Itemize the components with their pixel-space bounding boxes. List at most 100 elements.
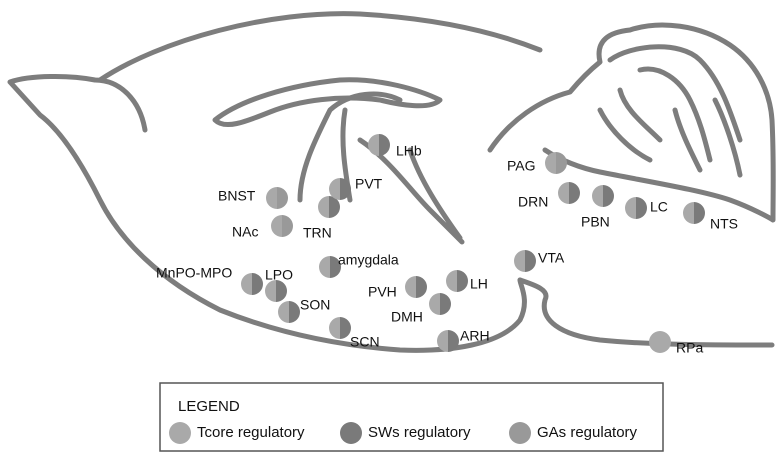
region-lhb-marker bbox=[368, 134, 390, 156]
region-lc-marker bbox=[625, 197, 647, 219]
legend-item-gas: GAs regulatory bbox=[509, 422, 638, 444]
region-arh-marker-right-half bbox=[448, 330, 459, 352]
region-mnpo-label: MnPO-MPO bbox=[156, 265, 232, 281]
region-dmh: DMH bbox=[391, 293, 451, 325]
region-lpo-marker bbox=[265, 280, 287, 302]
region-drn-marker-left-half bbox=[558, 182, 569, 204]
region-nac-marker bbox=[271, 215, 293, 237]
region-pvt-marker-right-half bbox=[340, 178, 351, 200]
region-scn-label: SCN bbox=[350, 334, 380, 350]
region-lh-label: LH bbox=[470, 276, 488, 292]
region-son-marker bbox=[278, 301, 300, 323]
region-vta-marker bbox=[514, 250, 536, 272]
region-son-marker-right-half bbox=[289, 301, 300, 323]
region-son: SON bbox=[278, 297, 330, 323]
region-mnpo-marker-left-half bbox=[241, 273, 252, 295]
legend-item-tcore: Tcore regulatory bbox=[169, 422, 305, 444]
cortex-dorsal-outline bbox=[97, 11, 543, 83]
region-lhb-label: LHb bbox=[396, 143, 422, 159]
region-lc-marker-left-half bbox=[625, 197, 636, 219]
region-pvh-marker-left-half bbox=[405, 276, 416, 298]
region-pag-marker-right-half bbox=[556, 152, 567, 174]
region-lh-marker bbox=[446, 270, 468, 292]
region-lhb-marker-right-half bbox=[379, 134, 390, 156]
region-rpa-label: RPa bbox=[676, 340, 703, 356]
region-rpa: RPa bbox=[649, 331, 703, 356]
region-trn: TRN bbox=[303, 196, 340, 241]
legend-gas-swatch bbox=[509, 422, 531, 444]
region-nac: NAc bbox=[232, 215, 293, 240]
region-bnst-marker-right-half bbox=[277, 187, 288, 209]
region-scn-marker bbox=[329, 317, 351, 339]
region-trn-marker bbox=[318, 196, 340, 218]
region-dmh-marker-right-half bbox=[440, 293, 451, 315]
legend-box bbox=[159, 382, 664, 452]
region-mnpo: MnPO-MPO bbox=[156, 265, 263, 295]
region-nac-label: NAc bbox=[232, 224, 258, 240]
region-arh-label: ARH bbox=[460, 328, 490, 344]
hippocampus-outline bbox=[212, 77, 443, 127]
region-pbn-marker-right-half bbox=[603, 185, 614, 207]
region-nts-label: NTS bbox=[710, 216, 738, 232]
region-pvh-marker bbox=[405, 276, 427, 298]
legend-sws-label: SWs regulatory bbox=[368, 424, 471, 441]
region-nts-marker-right-half bbox=[694, 202, 705, 224]
region-drn: DRN bbox=[518, 182, 580, 210]
region-lpo-label: LPO bbox=[265, 267, 293, 283]
region-lc: LC bbox=[625, 197, 668, 219]
region-pag-label: PAG bbox=[507, 158, 536, 174]
region-nts-marker bbox=[683, 202, 705, 224]
legend-tcore-label: Tcore regulatory bbox=[197, 424, 305, 441]
region-amygdala-marker bbox=[319, 256, 341, 278]
region-arh: ARH bbox=[437, 328, 490, 352]
region-lhb: LHb bbox=[368, 134, 422, 159]
region-mnpo-marker-right-half bbox=[252, 273, 263, 295]
region-drn-label: DRN bbox=[518, 194, 548, 210]
region-trn-label: TRN bbox=[303, 225, 332, 241]
region-bnst: BNST bbox=[218, 187, 288, 209]
region-trn-marker-left-half bbox=[318, 196, 329, 218]
region-dmh-marker-left-half bbox=[429, 293, 440, 315]
region-pvh: PVH bbox=[368, 276, 427, 300]
region-lc-label: LC bbox=[650, 199, 668, 215]
region-bnst-marker bbox=[266, 187, 288, 209]
region-lpo: LPO bbox=[265, 267, 293, 302]
region-pvh-label: PVH bbox=[368, 284, 397, 300]
region-rpa-marker-fill bbox=[649, 331, 671, 353]
region-vta-marker-right-half bbox=[525, 250, 536, 272]
legend-sws-swatch bbox=[340, 422, 362, 444]
region-pvh-marker-right-half bbox=[416, 276, 427, 298]
region-arh-marker bbox=[437, 330, 459, 352]
region-pbn-label: PBN bbox=[581, 214, 610, 230]
region-pbn-marker bbox=[592, 185, 614, 207]
cerebrum-outline bbox=[7, 74, 527, 353]
region-lpo-marker-left-half bbox=[265, 280, 276, 302]
legend: LEGEND Tcore regulatory SWs regulatory GAs… bbox=[159, 382, 664, 452]
region-dmh-marker bbox=[429, 293, 451, 315]
region-bnst-marker-left-half bbox=[266, 187, 277, 209]
brain-outline bbox=[7, 11, 776, 353]
region-pvt-marker-left-half bbox=[329, 178, 340, 200]
region-nts: NTS bbox=[683, 202, 738, 232]
brainstem-outline bbox=[517, 277, 775, 348]
legend-tcore-swatch bbox=[169, 422, 191, 444]
legend-item-sws: SWs regulatory bbox=[340, 422, 471, 444]
region-lh-marker-right-half bbox=[457, 270, 468, 292]
region-lh: LH bbox=[446, 270, 488, 292]
region-nts-marker-left-half bbox=[683, 202, 694, 224]
region-amygdala-label: amygdala bbox=[338, 252, 399, 268]
legend-title: LEGEND bbox=[178, 398, 240, 415]
region-vta-marker-left-half bbox=[514, 250, 525, 272]
region-pvt: PVT bbox=[329, 176, 383, 200]
region-pbn-marker-left-half bbox=[592, 185, 603, 207]
region-amygdala: amygdala bbox=[319, 252, 399, 278]
region-dmh-label: DMH bbox=[391, 309, 423, 325]
region-scn-marker-right-half bbox=[340, 317, 351, 339]
region-son-label: SON bbox=[300, 297, 330, 313]
region-vta: VTA bbox=[514, 250, 565, 272]
region-lh-marker-left-half bbox=[446, 270, 457, 292]
region-drn-marker-right-half bbox=[569, 182, 580, 204]
region-amygdala-marker-right-half bbox=[330, 256, 341, 278]
cerebellum-connector-outline bbox=[487, 22, 776, 223]
